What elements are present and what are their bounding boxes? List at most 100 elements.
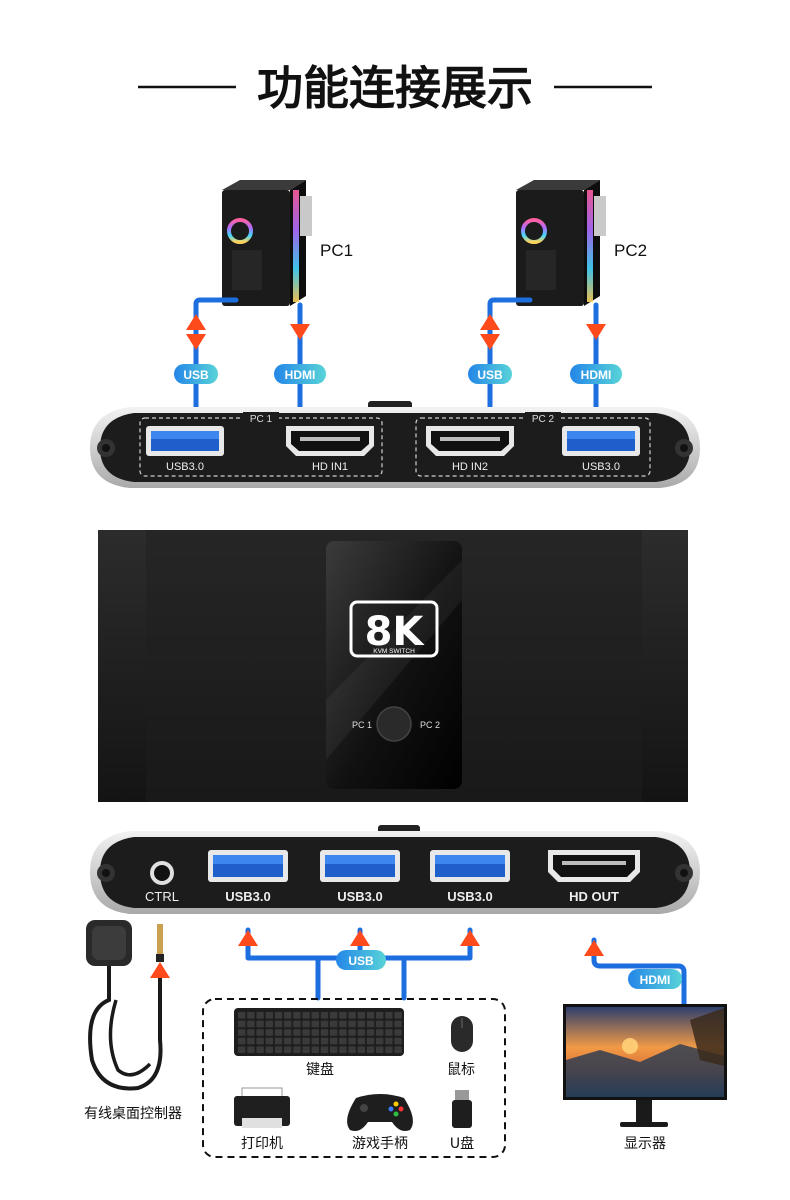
keyboard-key — [320, 1046, 329, 1053]
gamepad-label: 游戏手柄 — [352, 1136, 408, 1152]
keyboard-key — [274, 1029, 283, 1036]
usb-in1-label: USB3.0 — [166, 461, 204, 473]
keyboard-key — [302, 1020, 310, 1028]
keyboard-key — [320, 1020, 329, 1028]
keyboard-key — [348, 1012, 356, 1019]
keyboard-key — [311, 1037, 319, 1045]
monitor-label: 显示器 — [624, 1136, 666, 1152]
keyboard-key — [357, 1046, 365, 1053]
keyboard-key — [357, 1037, 365, 1045]
keyboard-key — [376, 1029, 384, 1036]
keyboard-key — [376, 1046, 384, 1053]
keyboard-key — [274, 1037, 283, 1045]
keyboard-key — [274, 1020, 283, 1028]
keyboard-key — [284, 1037, 292, 1045]
keyboard-key — [302, 1029, 310, 1036]
bottom-flow-arrows — [150, 930, 604, 978]
hdmi-port-in2 — [426, 426, 514, 456]
hd-out-label: HD OUT — [569, 889, 619, 904]
peripherals-group — [202, 998, 506, 1158]
keyboard-key — [385, 1020, 393, 1028]
wired-controller-icon — [86, 920, 164, 1091]
input-panel — [90, 401, 700, 488]
svg-text:HDMI: HDMI — [581, 368, 612, 382]
keyboard-key — [293, 1020, 301, 1028]
keyboard-key — [339, 1020, 347, 1028]
monitor-icon — [563, 1004, 727, 1127]
keyboard-key — [376, 1020, 384, 1028]
keyboard-key — [394, 1037, 402, 1045]
keyboard-key — [284, 1020, 292, 1028]
keyboard-key — [311, 1029, 319, 1036]
ctrl-label: CTRL — [145, 889, 179, 904]
keyboard-label: 键盘 — [306, 1061, 334, 1078]
keyboard-key — [366, 1029, 375, 1036]
keyboard-key — [320, 1029, 329, 1036]
hdmi-tag-pc2: HDMI — [570, 364, 622, 384]
printer-icon — [234, 1087, 290, 1128]
keyboard-key — [274, 1012, 283, 1019]
page-title: 功能连接展示 — [257, 61, 533, 115]
hdmi-tag-monitor: HDMI — [628, 969, 682, 989]
pc1-label: PC1 — [320, 241, 353, 260]
group-label-pc1: PC 1 — [250, 414, 273, 425]
controller-label: 有线桌面控制器 — [84, 1106, 182, 1122]
keyboard-key — [265, 1020, 273, 1028]
usb-tag-hub: USB — [336, 950, 386, 970]
usb-in2-label: USB3.0 — [582, 461, 620, 473]
hdin1-label: HD IN1 — [312, 461, 348, 473]
keyboard-key — [284, 1029, 292, 1036]
keyboard-key — [311, 1020, 319, 1028]
keyboard-key — [247, 1020, 255, 1028]
keyboard-key — [320, 1012, 329, 1019]
keyboard-key — [357, 1029, 365, 1036]
keyboard-key — [265, 1029, 273, 1036]
keyboard-key — [256, 1029, 264, 1036]
keyboard-key — [366, 1020, 375, 1028]
keyboard-key — [339, 1029, 347, 1036]
keyboard-key — [394, 1012, 402, 1019]
usb-out-a-label: USB3.0 — [225, 889, 271, 904]
usb-port-in1 — [146, 426, 224, 456]
keyboard-key — [330, 1046, 338, 1053]
keyboard-key — [357, 1020, 365, 1028]
keyboard-key — [339, 1037, 347, 1045]
keyboard-key — [274, 1046, 283, 1053]
keyboard-key — [302, 1037, 310, 1045]
keyboard-key — [330, 1012, 338, 1019]
keyboard-key — [256, 1012, 264, 1019]
pc1-tower-icon — [222, 180, 312, 306]
keyboard-key — [293, 1046, 301, 1053]
keyboard-key — [348, 1046, 356, 1053]
keyboard-key — [311, 1046, 319, 1053]
top-cables — [193, 297, 599, 415]
usb-out-b-label: USB3.0 — [337, 889, 383, 904]
keyboard-key — [302, 1046, 310, 1053]
keyboard-key — [385, 1029, 393, 1036]
keyboard-key — [385, 1037, 393, 1045]
mouse-label: 鼠标 — [447, 1062, 475, 1078]
keyboard-key — [293, 1037, 301, 1045]
keyboard-key — [348, 1020, 356, 1028]
keyboard-key — [238, 1020, 246, 1028]
top-flow-arrows — [186, 314, 606, 350]
keyboard-key — [238, 1029, 246, 1036]
svg-text:USB: USB — [477, 368, 503, 382]
8k-badge: 8K — [365, 609, 426, 655]
keyboard-key — [376, 1012, 384, 1019]
hdmi-tag-pc1: HDMI — [274, 364, 326, 384]
keyboard-key — [284, 1012, 292, 1019]
keyboard-key — [357, 1012, 365, 1019]
kvm-switch-sublabel: KVM SWITCH — [373, 648, 415, 655]
keyboard-key — [247, 1046, 255, 1053]
keyboard-key — [366, 1037, 375, 1045]
mouse-icon — [451, 1016, 473, 1052]
keyboard-key — [238, 1046, 246, 1053]
hdmi-port-in1 — [286, 426, 374, 456]
keyboard-key — [348, 1037, 356, 1045]
keyboard-key — [311, 1012, 319, 1019]
keyboard-key — [265, 1037, 273, 1045]
keyboard-key — [256, 1046, 264, 1053]
keyboard-key — [265, 1012, 273, 1019]
